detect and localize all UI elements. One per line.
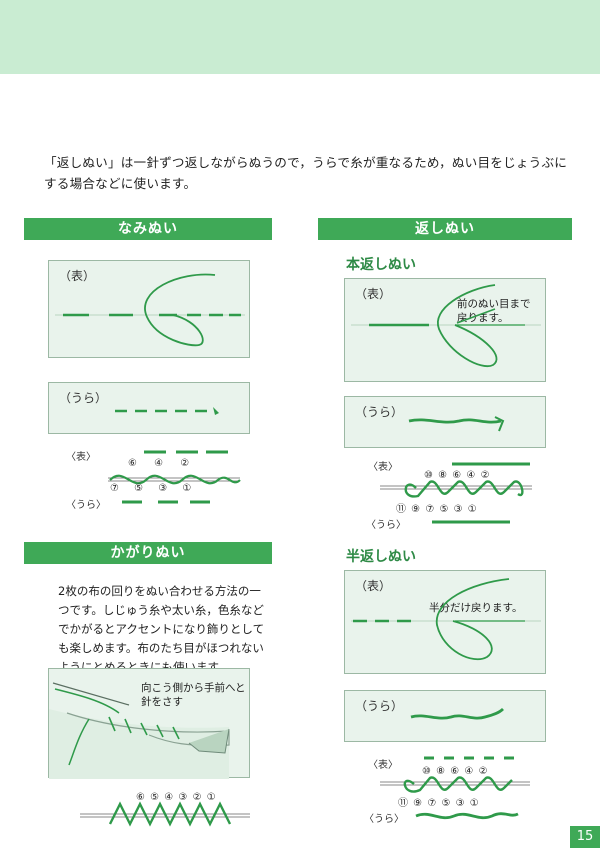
hon-front-stitch-drawing xyxy=(351,284,541,368)
han-back-tag: （うら） xyxy=(355,699,404,713)
han-front-note: 半分だけ戻ります。 xyxy=(429,602,523,614)
han-back-photo: （うら） xyxy=(344,690,546,742)
section-header-nami: なみぬい xyxy=(24,218,272,240)
nami-front-stitch-drawing xyxy=(55,273,245,347)
nami-diag-back-label: 〈うら〉 xyxy=(66,500,106,511)
section-title-kaeshi: 返しぬい xyxy=(415,221,475,237)
nami-back-photo: （うら） xyxy=(48,382,250,434)
han-diag-nums-bottom: ⑪ ⑨ ⑦ ⑤ ③ ① xyxy=(398,798,479,809)
hon-back-photo: （うら） xyxy=(344,396,546,448)
nami-diag-nums-bottom: ⑦ ⑤ ③ ① xyxy=(110,483,192,494)
han-diagram: 〈表〉 〈うら〉 ⑩ ⑧ ⑥ ④ ② ⑪ ⑨ ⑦ ⑤ ③ ① xyxy=(360,752,560,826)
hon-front-photo: （表） 前のぬい目まで 戻ります。 xyxy=(344,278,546,382)
nami-front-tag: （表） xyxy=(59,269,96,283)
hon-diag-front-label: 〈表〉 xyxy=(368,462,398,473)
hon-kaeshi-title: 本返しぬい xyxy=(346,257,416,273)
hon-diagram: 〈表〉 〈うら〉 ⑩ ⑧ ⑥ ④ ② ⑪ ⑨ ⑦ ⑤ ③ ① xyxy=(360,456,560,531)
han-front-stitch-drawing xyxy=(351,578,541,661)
section-title-kagari: かがりぬい xyxy=(110,545,186,561)
top-band xyxy=(0,0,600,74)
han-front-tag: （表） xyxy=(355,579,392,593)
nami-back-stitch-drawing xyxy=(115,407,219,415)
kagari-body-text: 2枚の布の回りをぬい合わせる方法の一つです。しじゅう糸や太い糸，色糸などでかがる… xyxy=(58,584,265,674)
nami-front-photo: （表） xyxy=(48,260,250,358)
han-diag-nums-top: ⑩ ⑧ ⑥ ④ ② xyxy=(422,766,488,777)
han-back-stitch-drawing xyxy=(410,707,504,720)
nami-diagram: 〈表〉 〈うら〉 ⑥ ④ ② ⑦ ⑤ ③ ① xyxy=(62,444,252,514)
nami-diagram-drawing xyxy=(108,450,241,504)
page-number: 15 xyxy=(570,826,600,848)
section-header-kagari: かがりぬい xyxy=(24,542,272,564)
nami-diag-front-label: 〈表〉 xyxy=(66,452,96,463)
hon-diagram-drawing xyxy=(380,462,532,524)
hon-front-note: 前のぬい目まで 戻ります。 xyxy=(457,298,531,324)
han-diagram-drawing xyxy=(380,756,530,820)
section-header-kaeshi: 返しぬい xyxy=(318,218,572,240)
hon-front-tag: （表） xyxy=(355,287,392,301)
han-kaeshi-title: 半返しぬい xyxy=(346,549,416,565)
hon-back-tag: （うら） xyxy=(355,405,404,419)
section-title-nami: なみぬい xyxy=(118,221,178,237)
kagari-diag-nums: ⑥ ⑤ ④ ③ ② ① xyxy=(136,792,216,803)
hon-diag-nums-bottom: ⑪ ⑨ ⑦ ⑤ ③ ① xyxy=(396,504,477,515)
hon-diag-back-label: 〈うら〉 xyxy=(366,520,406,531)
han-diag-back-label: 〈うら〉 xyxy=(364,814,404,825)
han-front-photo: （表） 半分だけ戻ります。 xyxy=(344,570,546,674)
hon-back-stitch-drawing xyxy=(408,416,505,432)
kagari-diagram: ⑥ ⑤ ④ ③ ② ① xyxy=(80,790,250,830)
kagari-note: 向こう側から手前へと 針をさす xyxy=(141,682,246,708)
intro-text: 「返しぬい」は一針ずつ返しながらぬうので，うらで糸が重なるため，ぬい目をじょうぶ… xyxy=(44,155,568,191)
kagari-stitch-drawing xyxy=(49,682,230,779)
hon-diag-nums-top: ⑩ ⑧ ⑥ ④ ② xyxy=(424,470,490,481)
zigzag-edge xyxy=(0,58,600,74)
nami-back-tag: （うら） xyxy=(59,391,108,405)
han-diag-front-label: 〈表〉 xyxy=(368,760,398,771)
kagari-photo: 向こう側から手前へと 針をさす xyxy=(48,668,250,779)
nami-diag-nums-top: ⑥ ④ ② xyxy=(128,458,190,469)
kagari-diagram-drawing xyxy=(80,801,250,827)
